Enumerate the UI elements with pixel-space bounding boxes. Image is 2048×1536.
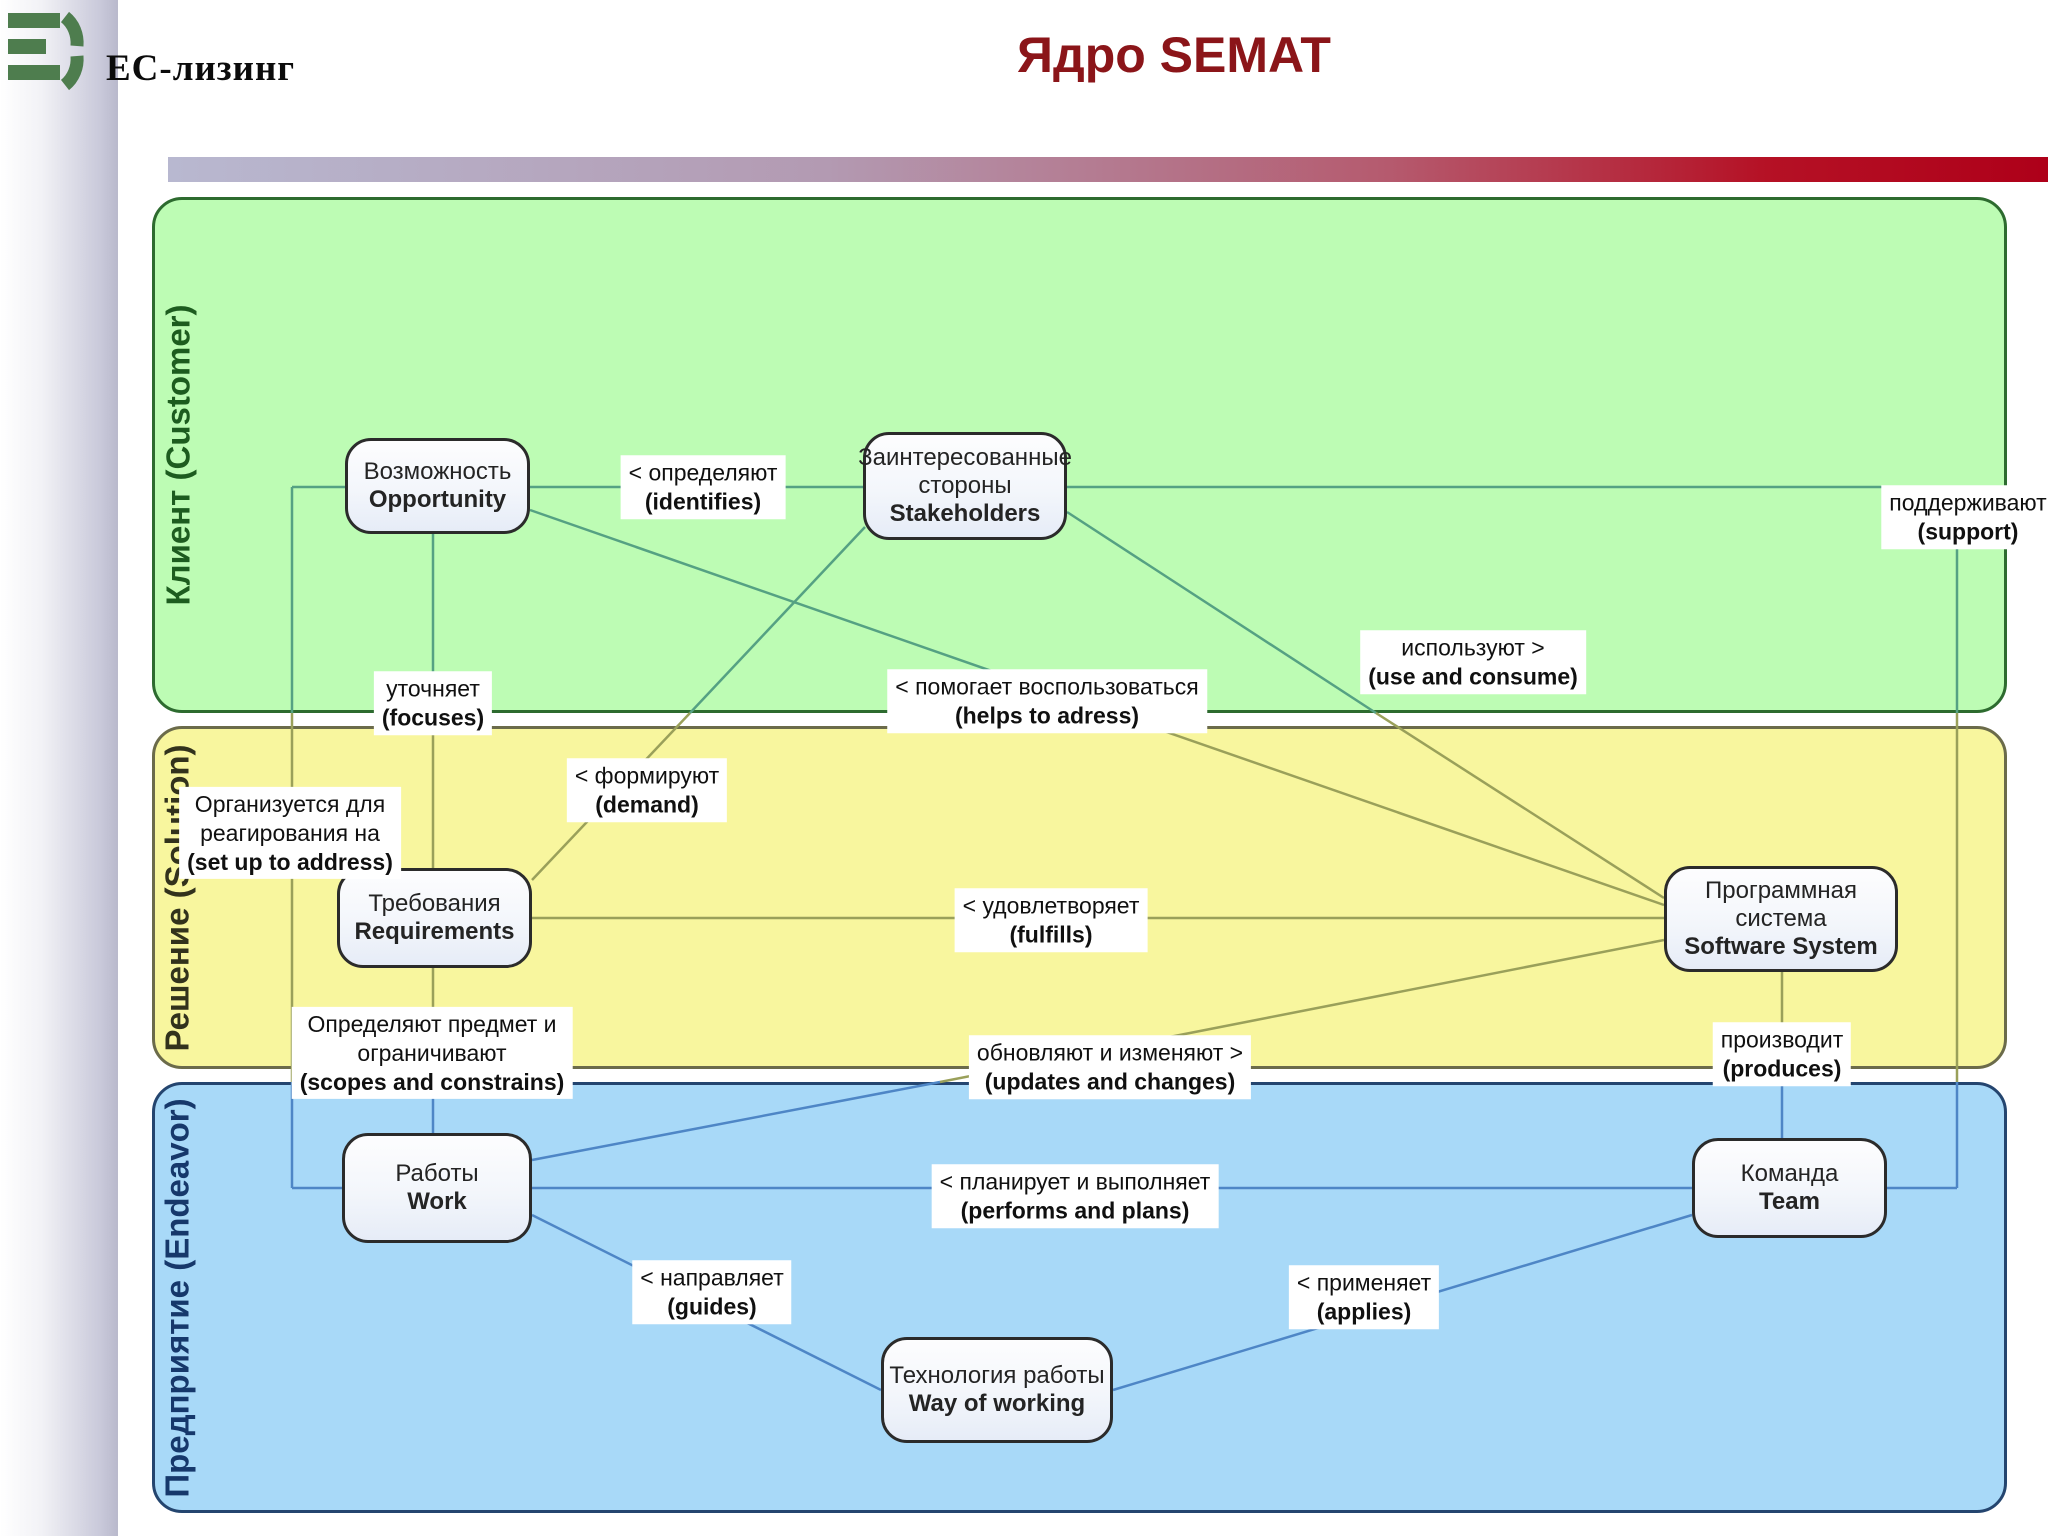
edge-label-identifies: < определяют (identifies): [620, 455, 786, 519]
node-software-system: Программная система Software System: [1664, 866, 1898, 972]
node-work: Работы Work: [342, 1133, 532, 1243]
node-team: Команда Team: [1692, 1138, 1887, 1238]
edge-label-use-and-consume: используют > (use and consume): [1360, 630, 1586, 694]
ec-leasing-logo-icon: [8, 11, 84, 91]
edge-label-demand: < формируют (demand): [566, 758, 728, 822]
edge-label-guides: < направляет (guides): [632, 1260, 792, 1324]
node-stakeholders: Заинтересованные стороны Stakeholders: [858, 432, 1072, 540]
edge-demand-line: [531, 526, 866, 881]
edge-label-set-up-to-address: Организуется для реагирования на (set up…: [179, 786, 401, 880]
left-gradient-strip: [0, 0, 118, 1536]
node-opportunity: Возможность Opportunity: [345, 438, 530, 534]
edge-label-produces: производит (produces): [1712, 1022, 1852, 1086]
logo-text: ЕС-лизинг: [106, 48, 296, 89]
edge-label-scopes-and-constrains: Определяют предмет и ограничивают (scope…: [291, 1006, 573, 1100]
edge-label-applies: < применяет (applies): [1288, 1265, 1440, 1329]
edge-label-focuses: уточняет (focuses): [373, 671, 493, 735]
edge-label-updates-and-changes: обновляют и изменяют > (updates and chan…: [968, 1035, 1252, 1099]
edge-label-helps-to-adress: < помогает воспользоваться (helps to adr…: [887, 669, 1207, 733]
company-logo: ЕС-лизинг: [8, 8, 295, 94]
edge-use-and-consume-line: [1066, 510, 1665, 900]
edge-label-fulfills: < удовлетворяет (fulfills): [954, 888, 1148, 952]
edge-label-performs-and-plans: < планирует и выполняет (performs and pl…: [931, 1164, 1219, 1228]
node-requirements: Требования Requirements: [337, 868, 532, 968]
edge-label-support: поддерживают (support): [1881, 485, 2048, 549]
title-divider-bar: [168, 157, 2048, 182]
edge-support-line: [1065, 485, 1959, 1190]
page-title: Ядро SEMAT: [1017, 27, 1331, 83]
node-way-of-working: Технология работы Way of working: [881, 1337, 1113, 1443]
